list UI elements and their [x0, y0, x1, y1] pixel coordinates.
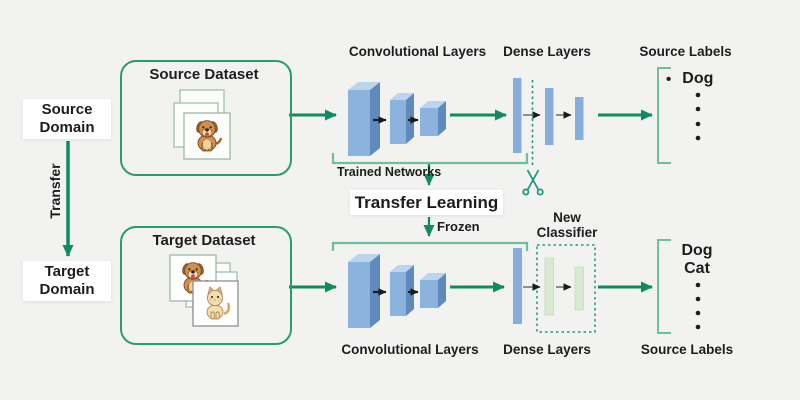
conv-layers-top — [348, 82, 446, 156]
label-cat-bottom: Cat — [684, 260, 710, 277]
dense-layers-top — [513, 78, 584, 153]
source-label-item-top: • Dog — [666, 70, 713, 88]
new-classifier-bar — [544, 257, 554, 316]
trained-networks-label: Trained Networks — [337, 165, 442, 179]
new-classifier-box — [536, 244, 596, 333]
transfer-label: Transfer — [46, 163, 63, 219]
source-labels-label-bottom: Source Labels — [640, 342, 734, 357]
dense-bar — [513, 78, 522, 153]
dense-layers-bottom — [513, 244, 596, 333]
new-classifier-bar — [574, 266, 584, 311]
source-dataset-title: Source Dataset — [149, 66, 259, 83]
source-labels-bracket-bottom — [657, 239, 671, 334]
source-dataset-cards — [173, 89, 231, 160]
ellipsis-dots — [695, 92, 701, 141]
dense-bar — [575, 97, 584, 140]
target-dataset-cards — [169, 254, 239, 327]
label-dog-bottom: Dog — [681, 242, 713, 259]
frozen-label: Frozen — [437, 219, 480, 234]
label-dog-top: Dog — [682, 70, 714, 87]
trained-networks-bracket — [331, 153, 529, 165]
transfer-learning-label: Transfer Learning — [350, 190, 503, 215]
bullet-icon: • — [666, 70, 672, 88]
dense-layers-title-top: Dense Layers — [503, 44, 591, 59]
target-dataset-box — [120, 226, 292, 345]
target-dataset-title: Target Dataset — [152, 232, 256, 249]
cat-icon — [206, 286, 231, 320]
conv-layers-title-top: Convolutional Layers — [348, 44, 487, 59]
conv-layers-label-bottom: Convolutional Layers — [341, 342, 479, 357]
target-domain-label: Target Domain — [23, 261, 111, 301]
ellipsis-dots — [695, 282, 701, 330]
source-domain-label: Source Domain — [23, 99, 111, 139]
frozen-bracket — [331, 241, 529, 251]
source-labels-title-top: Source Labels — [639, 44, 732, 59]
conv-layers-bottom — [348, 254, 446, 328]
source-dataset-box — [120, 60, 292, 176]
dog-icon — [196, 120, 223, 152]
dense-bar — [545, 88, 554, 145]
scissors-icon — [522, 169, 544, 196]
new-classifier-label: New Classifier — [536, 210, 598, 240]
dense-layers-label-bottom: Dense Layers — [503, 342, 591, 357]
dense-bar — [513, 248, 522, 324]
source-labels-bracket-top — [657, 67, 671, 164]
